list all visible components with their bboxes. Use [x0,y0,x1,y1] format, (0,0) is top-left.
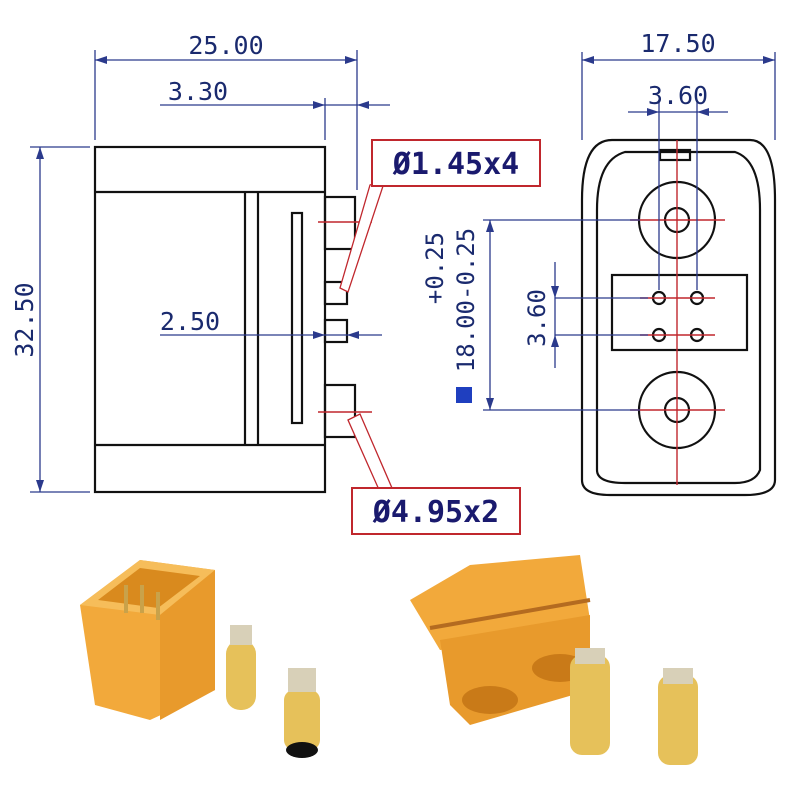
dim-signal-pitch-h: 3.60 [648,81,708,110]
dim-height: 32.50 [10,282,39,357]
female-contact-2 [658,675,698,765]
front-body-inner [595,150,762,485]
callout-small-holes: Ø1.45x4 [392,147,519,182]
side-large-pin-top [323,195,357,251]
arrow-h-bottom [36,480,44,492]
arrow-250-a [313,331,325,339]
arrow-18-bottom [486,398,494,410]
male-contact-1-cup [230,625,252,645]
arrow-h-top [36,147,44,159]
dim-pin-offset: 3.30 [168,77,228,106]
arrow-250-b [347,331,359,339]
front-view: 17.50 3.60 3.60 18.00-0.25 +0.25 [421,29,777,497]
male-pin-1 [124,585,128,613]
side-slot [290,211,304,425]
male-contact-2-cup [288,668,316,692]
marker-square [456,387,472,403]
arrow-w-right [763,56,775,64]
dim-small-pin-offset: 2.50 [160,307,220,336]
dim-power-pitch-tol: +0.25 [421,232,449,304]
arrow-330-a [313,101,325,109]
arrow-18-top [486,220,494,232]
callout-box-large [351,487,521,535]
male-pin-3 [156,592,160,620]
side-small-pin-1 [323,280,349,306]
product-photo-female [410,555,698,765]
female-contact-1-cup [575,648,605,664]
male-socket [98,568,200,608]
male-contact-2 [284,690,320,750]
male-contact-1 [226,640,256,710]
male-pin-2 [140,585,144,613]
leader-large-holes [347,413,393,493]
arrow-right [345,56,357,64]
arrow-360h-a [647,108,659,116]
male-contact-2-tip [286,742,318,758]
callout-large-holes: Ø4.95x2 [372,495,499,530]
side-large-pin-bottom [323,383,357,439]
side-small-pin-2 [323,318,349,344]
signal-block [610,273,749,352]
front-body-outer [580,138,777,497]
arrow-360v-a [551,286,559,298]
dim-overall-length: 25.00 [188,31,263,60]
front-notch [658,148,692,162]
side-view: 25.00 3.30 32.50 2.50 Ø1.45x4 Ø4.95x2 [10,31,541,535]
female-socket-1 [462,686,518,714]
female-contact-2-cup [663,668,693,684]
dim-signal-pitch-v: 3.60 [523,289,551,347]
arrow-360v-b [551,335,559,347]
arrow-360h-b [697,108,709,116]
dim-power-pitch: 18.00-0.25 [452,228,480,373]
arrow-330-b [357,101,369,109]
arrow-left [95,56,107,64]
male-housing-side [160,570,215,720]
female-seam [429,598,591,630]
callout-box-small [371,139,541,187]
arrow-w-left [582,56,594,64]
female-contact-1 [570,655,610,755]
product-photo-male [80,560,320,758]
dim-width: 17.50 [640,29,715,58]
